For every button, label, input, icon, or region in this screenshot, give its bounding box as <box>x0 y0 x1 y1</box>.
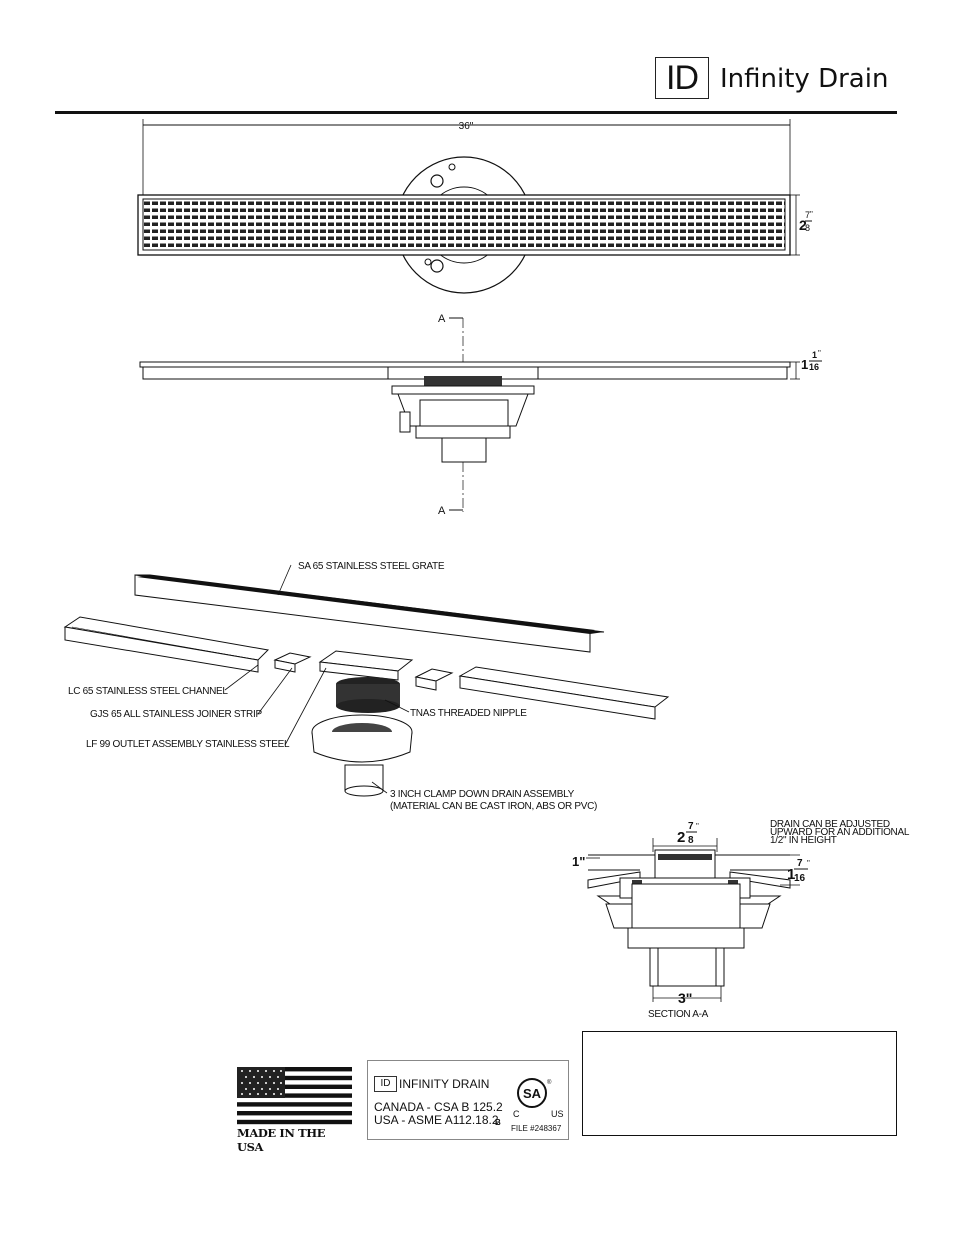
svg-text:1: 1 <box>801 357 808 372</box>
channel-right-exploded <box>459 675 656 720</box>
cert-brand-name: INFINITY DRAIN <box>399 1077 490 1091</box>
svg-text:8: 8 <box>688 835 694 846</box>
joiner-right-exploded <box>415 676 437 691</box>
label-channel: LC 65 STAINLESS STEEL CHANNEL <box>68 686 228 697</box>
cert-file-number: FILE #248367 <box>511 1124 562 1133</box>
section-note-line3: 1/2" IN HEIGHT <box>770 835 837 846</box>
label-clamp: 3 INCH CLAMP DOWN DRAIN ASSEMBLY <box>390 789 575 800</box>
svg-text:": " <box>818 349 821 358</box>
svg-text:1: 1 <box>787 866 795 883</box>
csa-us-label: US <box>551 1109 564 1119</box>
svg-text:8: 8 <box>805 223 810 233</box>
svg-text:16: 16 <box>809 362 819 372</box>
csa-c-label: C <box>513 1109 520 1119</box>
grate-exploded <box>135 575 595 632</box>
cert-usa-standard: USA - ASME A112.18.2 <box>374 1113 499 1127</box>
length-dimension: 36" <box>459 121 474 132</box>
svg-text:1: 1 <box>812 350 817 360</box>
cert-canada-standard: CANADA - CSA B 125.2 <box>374 1100 503 1114</box>
label-joiner: GJS 65 ALL STAINLESS JOINER STRIP <box>90 709 262 720</box>
csa-mark-icon: SA ® <box>517 1078 552 1108</box>
top-view: 36" 2 7 8 " <box>137 119 813 294</box>
label-nipple: TNAS THREADED NIPPLE <box>410 708 527 719</box>
svg-text:": " <box>810 210 813 219</box>
section-mark-bottom: A <box>438 505 446 517</box>
svg-text:®: ® <box>547 1079 552 1086</box>
section-bottom-dimension: 3" <box>678 990 692 1006</box>
svg-text:16: 16 <box>794 873 806 884</box>
label-clamp-note: (MATERIAL CAN BE CAST IRON, ABS OR PVC) <box>390 801 597 812</box>
side-view: A A 1 1 16 " <box>139 313 822 517</box>
channel-side-view <box>139 361 791 368</box>
certification-card: ID INFINITY DRAIN CANADA - CSA B 125.2 U… <box>367 1060 569 1140</box>
svg-text:SA: SA <box>523 1086 542 1101</box>
section-note-line1: DRAIN CAN BE ADJUSTED <box>770 819 890 830</box>
brand-name: Infinity Drain <box>720 64 889 94</box>
svg-text:": " <box>807 859 810 868</box>
label-outlet: LF 99 OUTLET ASSEMBLY STAINLESS STEEL <box>86 739 290 750</box>
height-dimension: 1 1 16 " <box>801 349 822 372</box>
svg-text:7: 7 <box>688 821 694 832</box>
header-rule <box>55 111 897 114</box>
section-caption: SECTION A-A <box>648 1009 709 1020</box>
svg-text:7: 7 <box>805 210 810 220</box>
section-top-dimension: 2 7 8 " <box>677 821 699 846</box>
section-left-dimension: 1" <box>572 854 585 869</box>
made-in-usa-caption: MADE IN THE USA <box>237 1126 326 1154</box>
cert-class-mark: B <box>495 1118 501 1127</box>
cert-logo-mark: ID <box>374 1076 397 1092</box>
notes-box <box>582 1031 897 1136</box>
section-view: DRAIN CAN BE ADJUSTED UPWARD FOR AN ADDI… <box>572 819 910 1020</box>
svg-text:2: 2 <box>677 829 685 846</box>
svg-text:7: 7 <box>797 858 803 869</box>
width-dimension: 2 7 8 " <box>799 210 813 233</box>
section-right-dimension: 1 7 16 " <box>787 858 810 884</box>
joiner-left-exploded <box>274 659 296 673</box>
label-grate: SA 65 STAINLESS STEEL GRATE <box>298 561 445 572</box>
usa-flag-image <box>237 1067 352 1125</box>
brand-logo-mark: ID <box>655 57 709 99</box>
svg-text:2: 2 <box>799 217 807 233</box>
svg-text:": " <box>696 822 699 831</box>
channel-left-exploded <box>64 626 259 673</box>
section-note-line2: UPWARD FOR AN ADDITIONAL <box>770 827 910 838</box>
grate-slots <box>142 198 786 251</box>
section-mark-top: A <box>438 313 446 325</box>
exploded-view: SA 65 STAINLESS STEEL GRATE LC 65 STAINL… <box>63 561 670 812</box>
